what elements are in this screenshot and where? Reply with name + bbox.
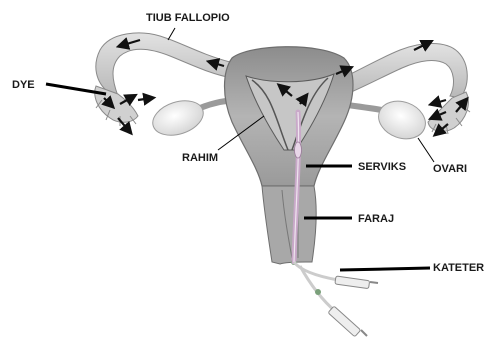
left-fallopian-tube (96, 33, 232, 96)
label-ovary: OVARI (433, 163, 467, 175)
label-catheter: KATETER (433, 262, 484, 274)
syringe-upper (335, 276, 370, 289)
label-uterus: RAHIM (182, 152, 218, 164)
pointer-line-catheter (340, 268, 430, 270)
label-cervix: SERVIKS (358, 161, 406, 173)
right-fimbriae (428, 92, 468, 131)
left-ovary (148, 95, 207, 142)
arrow-left-fimbria-3 (138, 98, 152, 100)
syringe-lower (328, 306, 361, 337)
catheter-tubing (294, 262, 338, 280)
pointer-line-ovary (418, 138, 434, 162)
label-vagina: FARAJ (358, 213, 394, 225)
right-fallopian-tube (338, 44, 467, 99)
label-dye: DYE (12, 79, 35, 91)
cervix-vagina (262, 186, 316, 264)
right-ovary (373, 95, 430, 145)
pointer-line-tube (168, 28, 175, 40)
arrow-right-fimbria-1 (432, 100, 446, 104)
label-fallopian-tube: TIUB FALLOPIO (146, 12, 230, 24)
